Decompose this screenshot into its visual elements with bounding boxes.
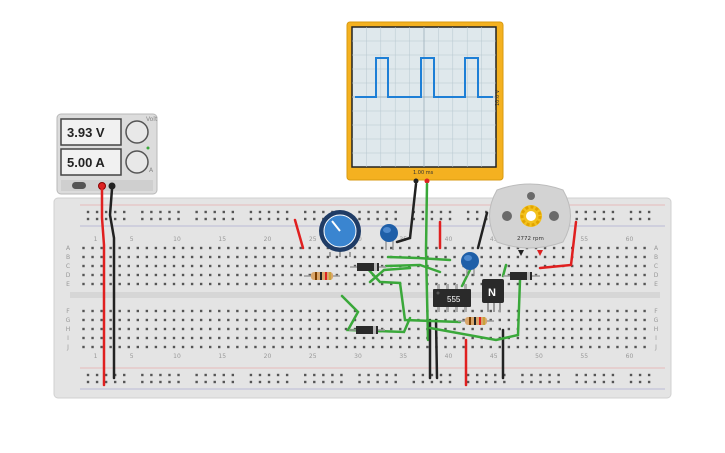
column-number: 30 — [354, 353, 362, 360]
ic-label: 555 — [447, 295, 461, 304]
power-supply[interactable]: 3.93 V 5.00 A Volt A — [56, 113, 158, 195]
potentiometer-pointer — [331, 220, 341, 232]
column-number: 1 — [94, 236, 98, 243]
motor-terminal-negative[interactable] — [518, 250, 524, 256]
row-letter: E — [66, 281, 70, 288]
current-knob[interactable] — [125, 150, 149, 174]
row-letter: D — [654, 272, 659, 279]
voltage-knob-label: Volt — [146, 116, 158, 123]
green-wire-8[interactable] — [501, 263, 508, 278]
row-letter: J — [66, 344, 69, 351]
row-letter: F — [66, 308, 70, 315]
time-per-div: 1.00 ms — [413, 170, 434, 176]
wires[interactable] — [100, 182, 578, 387]
voltage-display — [60, 118, 122, 146]
column-number: 20 — [264, 236, 272, 243]
column-number: 60 — [626, 353, 634, 360]
green-wire-1[interactable] — [340, 294, 412, 334]
column-number: 25 — [309, 353, 317, 360]
column-number: 15 — [218, 353, 226, 360]
npn-transistor[interactable]: N — [482, 279, 504, 312]
column-number: 25 — [309, 236, 317, 243]
column-number: 1 — [94, 353, 98, 360]
red-wire-short[interactable] — [293, 218, 305, 250]
dc-motor[interactable]: 2772 rpm — [489, 183, 571, 256]
green-wire-5[interactable] — [384, 263, 442, 274]
green-wire-6[interactable] — [460, 268, 472, 288]
current-display — [60, 148, 122, 176]
capacitor-2[interactable] — [461, 252, 479, 276]
column-number: 50 — [535, 353, 543, 360]
resistor-1[interactable] — [304, 272, 340, 280]
row-letter: E — [654, 281, 658, 288]
capacitor-1[interactable] — [380, 224, 398, 250]
transistor-label: N — [488, 287, 496, 299]
green-wire-7[interactable] — [428, 278, 522, 342]
voltage-readout: 3.93 V — [67, 125, 105, 140]
column-number: 40 — [445, 236, 453, 243]
motor-terminal-positive[interactable] — [537, 250, 543, 256]
breadboard[interactable]: 1155101015152020252530303535404045455050… — [53, 197, 672, 399]
red-wire-supply[interactable] — [100, 187, 106, 387]
row-letter: H — [66, 326, 71, 333]
diode-1[interactable] — [350, 263, 386, 271]
column-number: 20 — [264, 353, 272, 360]
volts-per-div: 10.0 V — [495, 89, 501, 106]
scope-grid — [352, 27, 496, 167]
power-switch[interactable] — [72, 182, 86, 189]
green-wire-4[interactable] — [386, 255, 452, 262]
row-letter: G — [66, 317, 71, 324]
green-wire-scope[interactable] — [424, 182, 430, 342]
red-wire-motor[interactable] — [538, 220, 578, 270]
diode-2[interactable] — [349, 326, 385, 334]
row-letter: F — [654, 308, 658, 315]
black-wire-supply[interactable] — [108, 187, 116, 380]
row-letter: G — [654, 317, 659, 324]
ic-555[interactable]: 555 — [433, 284, 471, 312]
potentiometer[interactable] — [319, 210, 361, 257]
current-readout: 5.00 A — [67, 155, 105, 170]
diode-3[interactable] — [503, 272, 540, 280]
column-number: 10 — [173, 353, 181, 360]
column-number: 5 — [130, 236, 134, 243]
row-letter: A — [66, 245, 71, 252]
row-letter: I — [67, 335, 69, 342]
column-number: 55 — [580, 353, 588, 360]
column-number: 45 — [490, 353, 498, 360]
row-letter: B — [66, 254, 70, 261]
column-number: 10 — [173, 236, 181, 243]
green-wire-3[interactable] — [368, 266, 412, 284]
motor-speed: 2772 rpm — [517, 236, 544, 242]
voltage-knob[interactable] — [125, 120, 149, 144]
row-letter: C — [654, 263, 658, 270]
column-number: 55 — [580, 236, 588, 243]
row-letter: C — [66, 263, 70, 270]
row-letter: A — [654, 245, 659, 252]
row-letter: J — [654, 344, 657, 351]
column-number: 35 — [399, 353, 407, 360]
black-wire-motor[interactable] — [476, 211, 489, 250]
column-number: 45 — [490, 236, 498, 243]
column-numbers: 1155101015152020252530303535404045455050… — [94, 236, 634, 360]
black-wire-scope[interactable] — [395, 182, 418, 244]
status-led — [146, 146, 150, 150]
resistor-2[interactable] — [458, 317, 494, 325]
motor-gear-icon — [520, 205, 542, 227]
row-letter: B — [654, 254, 658, 261]
column-number: 5 — [130, 353, 134, 360]
column-number: 15 — [218, 236, 226, 243]
row-letter: D — [66, 272, 71, 279]
scope-trace — [355, 57, 493, 98]
scope-probe-negative[interactable] — [413, 178, 419, 184]
current-knob-label: A — [149, 167, 154, 174]
scope-probe-positive[interactable] — [424, 178, 430, 184]
row-letter: H — [654, 326, 659, 333]
oscilloscope[interactable]: 10.0 V 1.00 ms — [346, 21, 504, 184]
negative-terminal[interactable] — [108, 182, 116, 190]
column-number: 60 — [626, 236, 634, 243]
row-letter: I — [655, 335, 657, 342]
column-number: 40 — [445, 353, 453, 360]
